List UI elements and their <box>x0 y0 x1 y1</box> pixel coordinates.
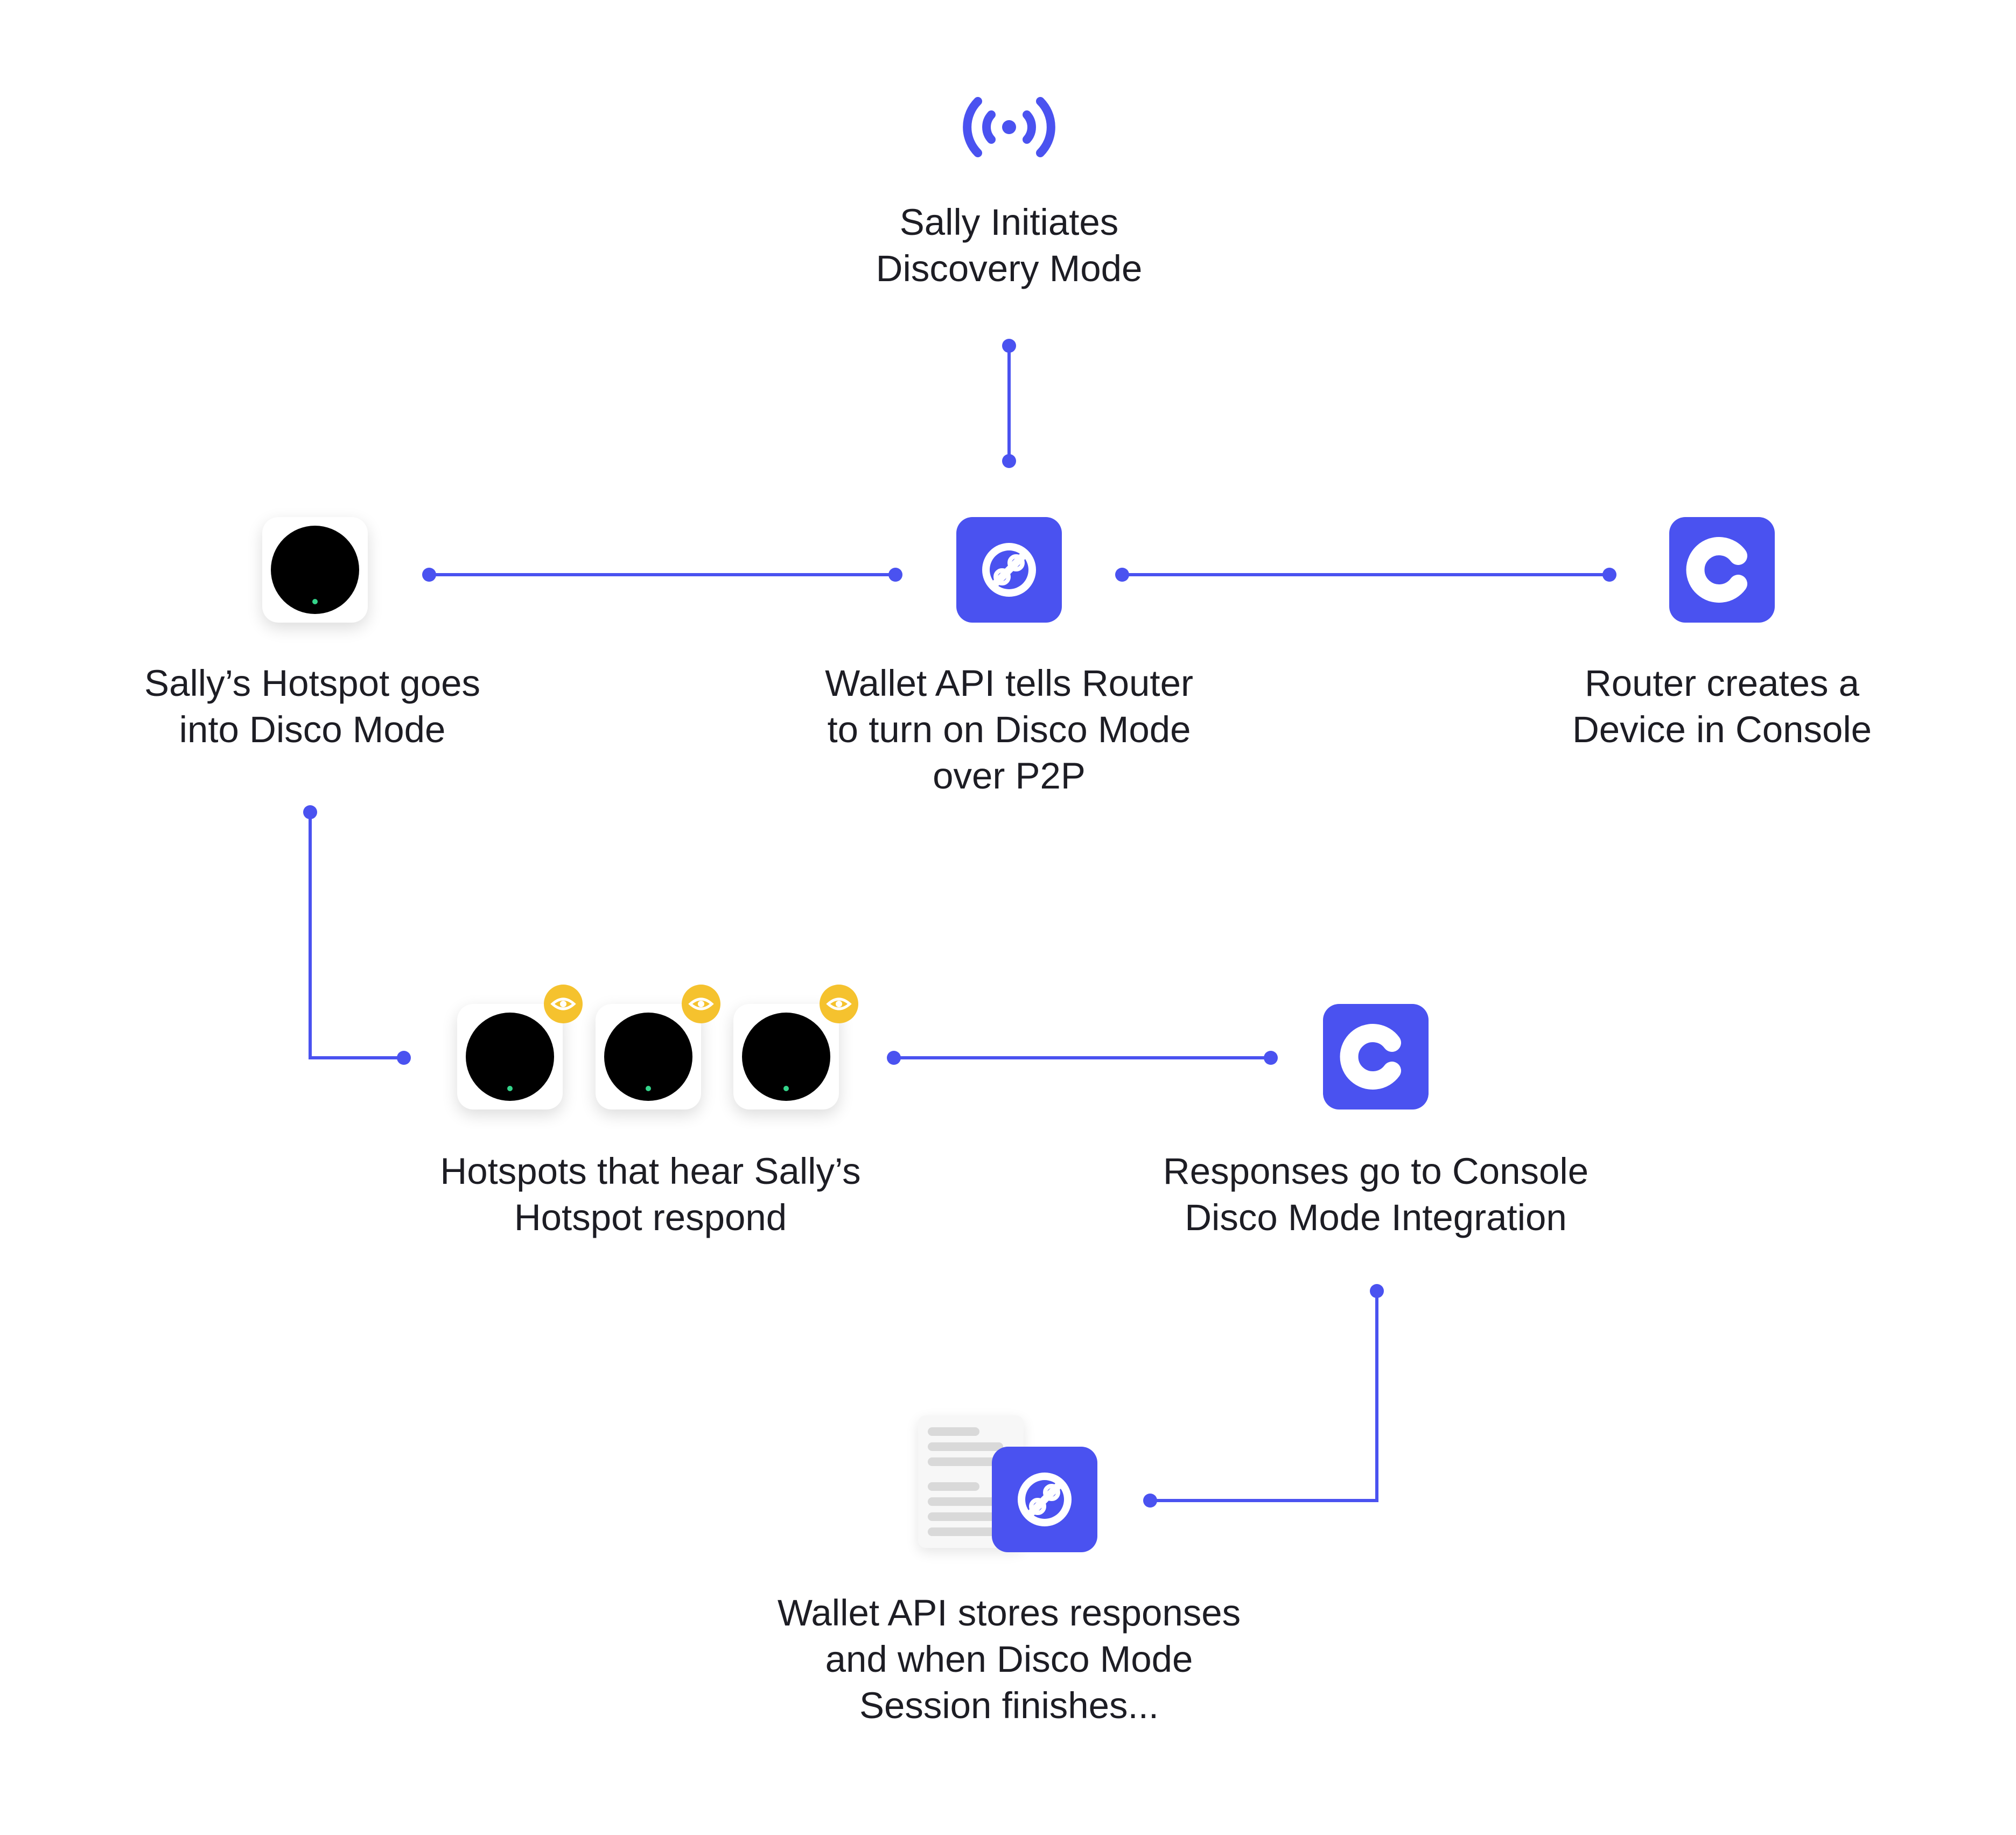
wallet-store-label: Wallet API stores responses and when Dis… <box>777 1592 1241 1726</box>
router-console-tile <box>1669 517 1775 623</box>
connector-dot <box>422 568 436 582</box>
eye-badge <box>820 985 858 1023</box>
responding-hotspot-tile <box>596 1004 701 1110</box>
connector-dot <box>1264 1051 1278 1065</box>
helium-icon <box>1018 1473 1072 1526</box>
wallet-router-label: Wallet API tells Router to turn on Disco… <box>825 662 1193 797</box>
console-icon <box>1340 1024 1401 1090</box>
connector-dot <box>1002 339 1016 353</box>
hotspots-respond-label: Hotspots that hear Sally’s Hotspot respo… <box>440 1150 861 1238</box>
console-icon <box>1686 537 1747 603</box>
eye-icon <box>688 997 714 1010</box>
connector-dot <box>1370 1284 1384 1298</box>
wallet-router-tile <box>956 517 1062 623</box>
hotspot-icon <box>271 526 359 614</box>
hotspot-icon <box>742 1013 830 1101</box>
connector-sally-hotspot-to-hotspots <box>309 812 404 1059</box>
connector-dot <box>397 1051 411 1065</box>
console-integration-label: Responses go to Console Disco Mode Integ… <box>1163 1150 1589 1238</box>
connector-dot <box>887 1051 901 1065</box>
sally-hotspot-label: Sally’s Hotspot goes into Disco Mode <box>144 662 480 750</box>
connector-dot <box>1002 454 1016 468</box>
eye-badge <box>544 985 583 1023</box>
router-console-label: Router creates a Device in Console <box>1572 662 1872 750</box>
connector-dot <box>303 805 317 819</box>
eye-icon <box>826 997 852 1010</box>
connector-console-to-wallet-store <box>1150 1291 1378 1502</box>
hotspot-icon <box>466 1013 554 1101</box>
initiate-label: Sally Initiates Discovery Mode <box>876 201 1143 289</box>
wallet-store-tile <box>992 1447 1097 1552</box>
responding-hotspot-tile <box>733 1004 839 1110</box>
eye-badge <box>682 985 720 1023</box>
connector-dot <box>888 568 902 582</box>
connector-dot <box>1143 1494 1157 1508</box>
console-integration-tile <box>1323 1004 1429 1110</box>
connector-dot <box>1115 568 1129 582</box>
connector-dot <box>1602 568 1616 582</box>
sally-hotspot-tile <box>262 517 368 623</box>
responding-hotspot-tile <box>457 1004 563 1110</box>
eye-icon <box>550 997 576 1010</box>
broadcast-icon <box>963 97 1055 157</box>
helium-icon <box>982 543 1036 597</box>
hotspot-icon <box>604 1013 692 1101</box>
